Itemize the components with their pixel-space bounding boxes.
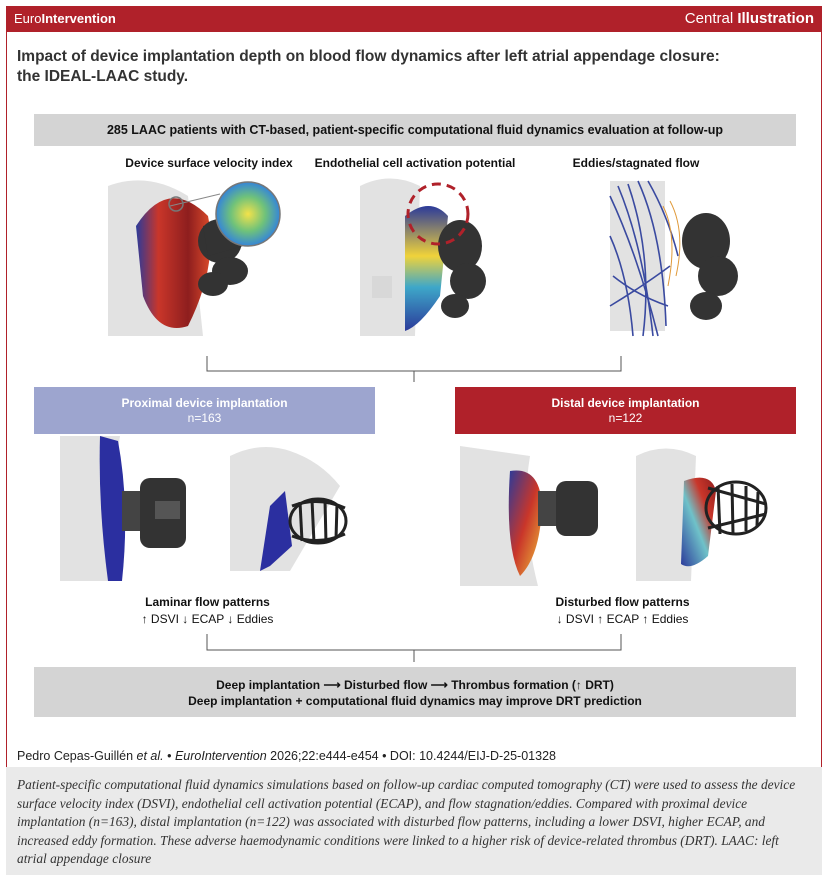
- panel-label-dsvi: Device surface velocity index: [125, 156, 293, 170]
- distal-group-header: Distal device implantation n=122: [455, 387, 796, 434]
- figure-title: Impact of device implantation depth on b…: [17, 48, 720, 85]
- laminar-flow-summary: Laminar flow patterns ↑ DSVI ↓ ECAP ↓ Ed…: [141, 595, 274, 626]
- figure-legend: Patient-specific computational fluid dyn…: [6, 767, 822, 875]
- citation-line: Pedro Cepas-Guillén et al. • EuroInterve…: [17, 749, 556, 763]
- eddies-render: [609, 180, 738, 337]
- ecap-render: [360, 178, 486, 336]
- panel-label-eddies: Eddies/stagnated flow: [572, 156, 700, 170]
- panel-label-ecap: Endothelial cell activation potential: [314, 156, 516, 170]
- proximal-render-front: [230, 447, 348, 571]
- proximal-group-header: Proximal device implantation n=163: [34, 387, 375, 434]
- cohort-band: 285 LAAC patients with CT-based, patient…: [34, 114, 796, 146]
- journal-brand: EuroIntervention: [14, 11, 116, 26]
- header-bar: EuroIntervention Central Illustration: [6, 6, 822, 32]
- disturbed-flow-summary: Disturbed flow patterns ↓ DSVI ↑ ECAP ↑ …: [555, 595, 690, 626]
- distal-render-side: [460, 446, 598, 586]
- conclusion-band: Deep implantation ⟶ Disturbed flow ⟶ Thr…: [34, 667, 796, 717]
- dsvi-render: [108, 180, 281, 336]
- central-illustration-label: Central Illustration: [684, 10, 814, 27]
- proximal-render-side: [60, 436, 186, 581]
- distal-render-front: [636, 448, 768, 581]
